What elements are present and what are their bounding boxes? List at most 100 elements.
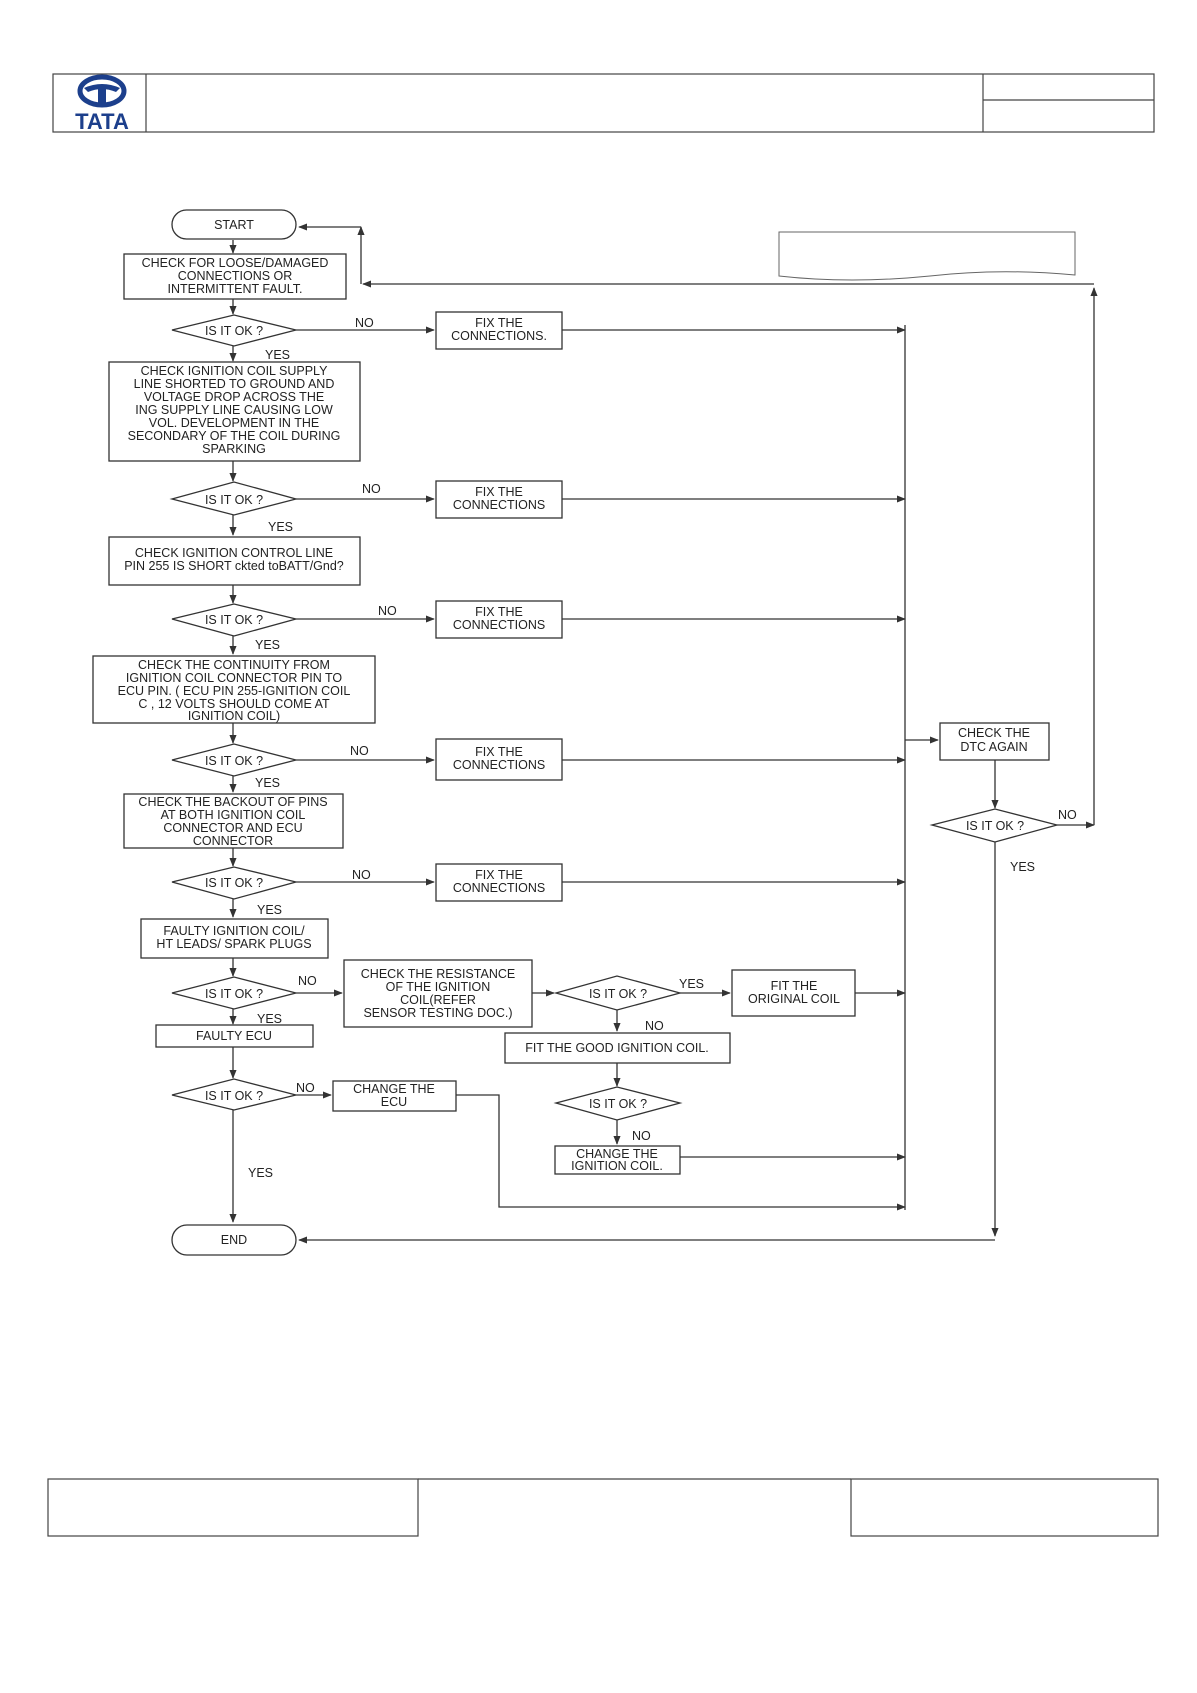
check-continuity-line: C , 12 VOLTS SHOULD COME AT [138,697,330,711]
end-terminal: END [171,1224,297,1256]
decision-label: IS IT OK ? [205,754,263,768]
no-label: NO [298,974,317,988]
decision-label: IS IT OK ? [589,987,647,1001]
fix-connections-box-1: FIX THE CONNECTIONS. [435,311,563,350]
check-resistance-line: SENSOR TESTING DOC.) [363,1006,512,1020]
decision-label: IS IT OK ? [205,493,263,507]
fix-line: FIX THE [475,745,523,759]
check-continuity-line: IGNITION COIL CONNECTOR PIN TO [126,671,343,685]
end-label: END [221,1233,247,1247]
change-coil-box: CHANGE THE IGNITION COIL. [554,1145,681,1175]
decision-label: IS IT OK ? [205,1089,263,1103]
check-dtc-line: DTC AGAIN [960,740,1027,754]
no-label: NO [352,868,371,882]
no-label: NO [632,1129,651,1143]
fit-original-line: ORIGINAL COIL [748,992,840,1006]
fit-original-line: FIT THE [771,979,818,993]
check-resistance-line: COIL(REFER [400,993,476,1007]
decision-label: IS IT OK ? [205,987,263,1001]
check-supply-line: VOLTAGE DROP ACROSS THE [144,390,324,404]
decision-6: IS IT OK ? [171,976,297,1010]
check-supply-line: SECONDARY OF THE COIL DURING [128,429,341,443]
decision-dtc: IS IT OK ? [929,808,1060,843]
check-dtc-line: CHECK THE [958,726,1030,740]
check-control-box: CHECK IGNITION CONTROL LINE PIN 255 IS S… [108,536,361,586]
change-ecu-line: ECU [381,1095,407,1109]
check-supply-line: ING SUPPLY LINE CAUSING LOW [135,403,333,417]
change-ecu-line: CHANGE THE [353,1082,435,1096]
branch-labels: YES NO YES NO YES NO YES NO YES NO YES N… [248,316,1077,1180]
check-supply-line: CHECK IGNITION COIL SUPPLY [141,364,329,378]
yes-label: YES [257,1012,282,1026]
check-backout-line: AT BOTH IGNITION COIL [161,808,306,822]
fix-connections-box-4: FIX THE CONNECTIONS [435,738,563,781]
yes-label: YES [679,977,704,991]
check-resistance-box: CHECK THE RESISTANCE OF THE IGNITION COI… [343,959,533,1028]
faulty-ecu-box: FAULTY ECU [155,1024,314,1048]
check-continuity-box: CHECK THE CONTINUITY FROM IGNITION COIL … [92,655,376,724]
fix-line: FIX THE [475,485,523,499]
check-loose-line: INTERMITTENT FAULT. [168,282,303,296]
no-label: NO [350,744,369,758]
change-coil-line: CHANGE THE [576,1147,658,1161]
check-continuity-line: IGNITION COIL) [188,709,280,723]
faulty-coil-line: HT LEADS/ SPARK PLUGS [156,937,311,951]
decision-label: IS IT OK ? [205,876,263,890]
yes-label: YES [255,638,280,652]
logo-text: TATA [75,109,129,134]
check-supply-line: VOL. DEVELOPMENT IN THE [149,416,319,430]
no-label: NO [378,604,397,618]
check-supply-line: SPARKING [202,442,266,456]
check-supply-box: CHECK IGNITION COIL SUPPLY LINE SHORTED … [108,361,361,462]
yes-label: YES [255,776,280,790]
check-backout-line: CONNECTOR [193,834,273,848]
check-loose-line: CHECK FOR LOOSE/DAMAGED [142,256,329,270]
yes-label: YES [265,348,290,362]
fix-connections-box-2: FIX THE CONNECTIONS [435,480,563,519]
note-box [778,231,1076,281]
start-label: START [214,218,254,232]
decision-good-coil: IS IT OK ? [553,1086,683,1121]
no-label: NO [296,1081,315,1095]
decision-label: IS IT OK ? [966,819,1024,833]
decision-label: IS IT OK ? [205,324,263,338]
check-resistance-line: CHECK THE RESISTANCE [361,967,515,981]
fix-line: FIX THE [475,316,523,330]
check-supply-line: LINE SHORTED TO GROUND AND [134,377,335,391]
fit-good-coil-box: FIT THE GOOD IGNITION COIL. [504,1032,731,1064]
start-terminal: START [171,209,297,240]
footer-frame [47,1478,1159,1537]
no-label: NO [1058,808,1077,822]
faulty-coil-line: FAULTY IGNITION COIL/ [163,924,305,938]
check-backout-line: CONNECTOR AND ECU [163,821,302,835]
connector-lines [229,223,1098,1244]
fix-line: CONNECTIONS [453,498,545,512]
check-loose-box: CHECK FOR LOOSE/DAMAGED CONNECTIONS OR I… [123,253,347,300]
yes-label: YES [1010,860,1035,874]
fit-original-box: FIT THE ORIGINAL COIL [731,969,856,1017]
no-label: NO [645,1019,664,1033]
fix-line: CONNECTIONS [453,881,545,895]
header-frame [52,73,1155,133]
fix-connections-box-5: FIX THE CONNECTIONS [435,863,563,902]
fit-good-label: FIT THE GOOD IGNITION COIL. [525,1041,709,1055]
faulty-ecu-label: FAULTY ECU [196,1029,272,1043]
change-coil-line: IGNITION COIL. [571,1159,663,1173]
check-continuity-line: CHECK THE CONTINUITY FROM [138,658,330,672]
check-backout-line: CHECK THE BACKOUT OF PINS [138,795,327,809]
fix-line: FIX THE [475,605,523,619]
fix-line: FIX THE [475,868,523,882]
fix-line: CONNECTIONS [453,758,545,772]
check-resistance-line: OF THE IGNITION [386,980,491,994]
decision-label: IS IT OK ? [205,613,263,627]
decision-5: IS IT OK ? [171,866,297,900]
decision-7: IS IT OK ? [171,1078,297,1111]
decision-1: IS IT OK ? [171,314,297,347]
yes-label: YES [257,903,282,917]
faulty-coil-box: FAULTY IGNITION COIL/ HT LEADS/ SPARK PL… [140,918,329,959]
check-loose-line: CONNECTIONS OR [178,269,293,283]
tata-logo: TATA [75,74,129,134]
fix-line: CONNECTIONS. [451,329,547,343]
yes-label: YES [248,1166,273,1180]
